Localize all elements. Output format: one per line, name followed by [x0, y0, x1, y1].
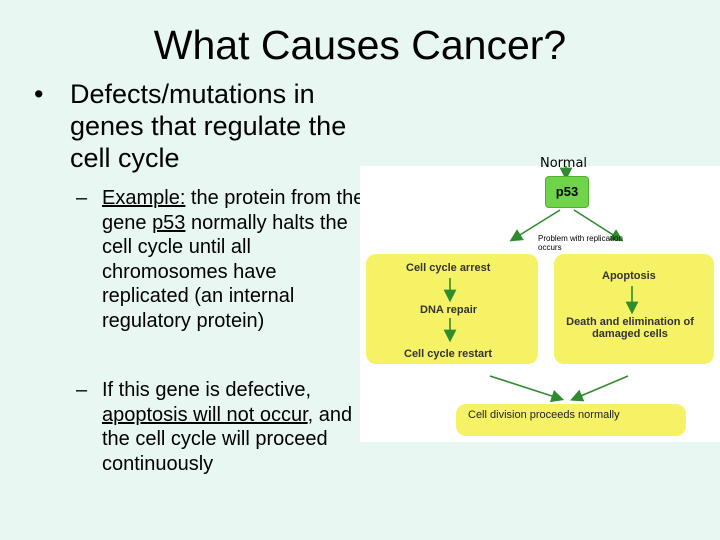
- main-bullet-text: Defects/mutations in genes that regulate…: [70, 79, 347, 173]
- normal-label: Normal: [540, 156, 588, 171]
- arrow-right-to-division: [570, 375, 629, 402]
- cell-division-label: Cell division proceeds normally: [468, 409, 620, 421]
- sub-bullet-defective: – If this gene is defective, apoptosis w…: [76, 378, 366, 476]
- arrow-to-arrest: [509, 209, 561, 242]
- sub-bullet-example-text: Example: the protein from the gene p53 n…: [76, 186, 366, 333]
- p53-box: p53: [545, 176, 589, 208]
- arrow-to-apoptosis: [573, 209, 624, 242]
- cell-cycle-arrest-label: Cell cycle arrest: [406, 262, 491, 274]
- apoptosis-label: Apoptosis: [602, 270, 656, 282]
- dna-repair-label: DNA repair: [420, 304, 478, 316]
- diagram-arrows: [443, 166, 639, 403]
- example-label: Example:: [102, 187, 186, 209]
- apoptosis-underlined: apoptosis will not occur: [102, 403, 308, 426]
- example-text-b: normally halts the cell cycle until all …: [102, 211, 348, 332]
- slide-title: What Causes Cancer?: [153, 22, 567, 68]
- defective-text-a: If this gene is defective,: [102, 379, 312, 401]
- division-panel: [456, 404, 686, 436]
- main-bullet: • Defects/mutations in genes that regula…: [34, 78, 374, 174]
- gene-name: p53: [152, 211, 186, 234]
- p53-diagram: Normal p53 Problem with replication occu…: [360, 156, 720, 442]
- bullet-marker: •: [34, 79, 44, 109]
- arrest-panel: [366, 254, 538, 364]
- defective-text-b: , and the cell cycle will proceed contin…: [102, 403, 353, 475]
- sub-bullet-defective-text: If this gene is defective, apoptosis wil…: [76, 378, 366, 476]
- example-text-a: the protein from the gene: [102, 187, 365, 234]
- arrow-left-to-division: [489, 375, 565, 403]
- cell-cycle-restart-label: Cell cycle restart: [404, 348, 493, 360]
- death-elimination-label: Death and elimination of damaged cells: [566, 316, 694, 340]
- sub-bullet-marker: –: [76, 379, 88, 401]
- sub-bullet-example: – Example: the protein from the gene p53…: [76, 186, 366, 333]
- sub-bullet-marker: –: [76, 187, 88, 209]
- problem-label: Problem with replication occurs: [538, 234, 623, 252]
